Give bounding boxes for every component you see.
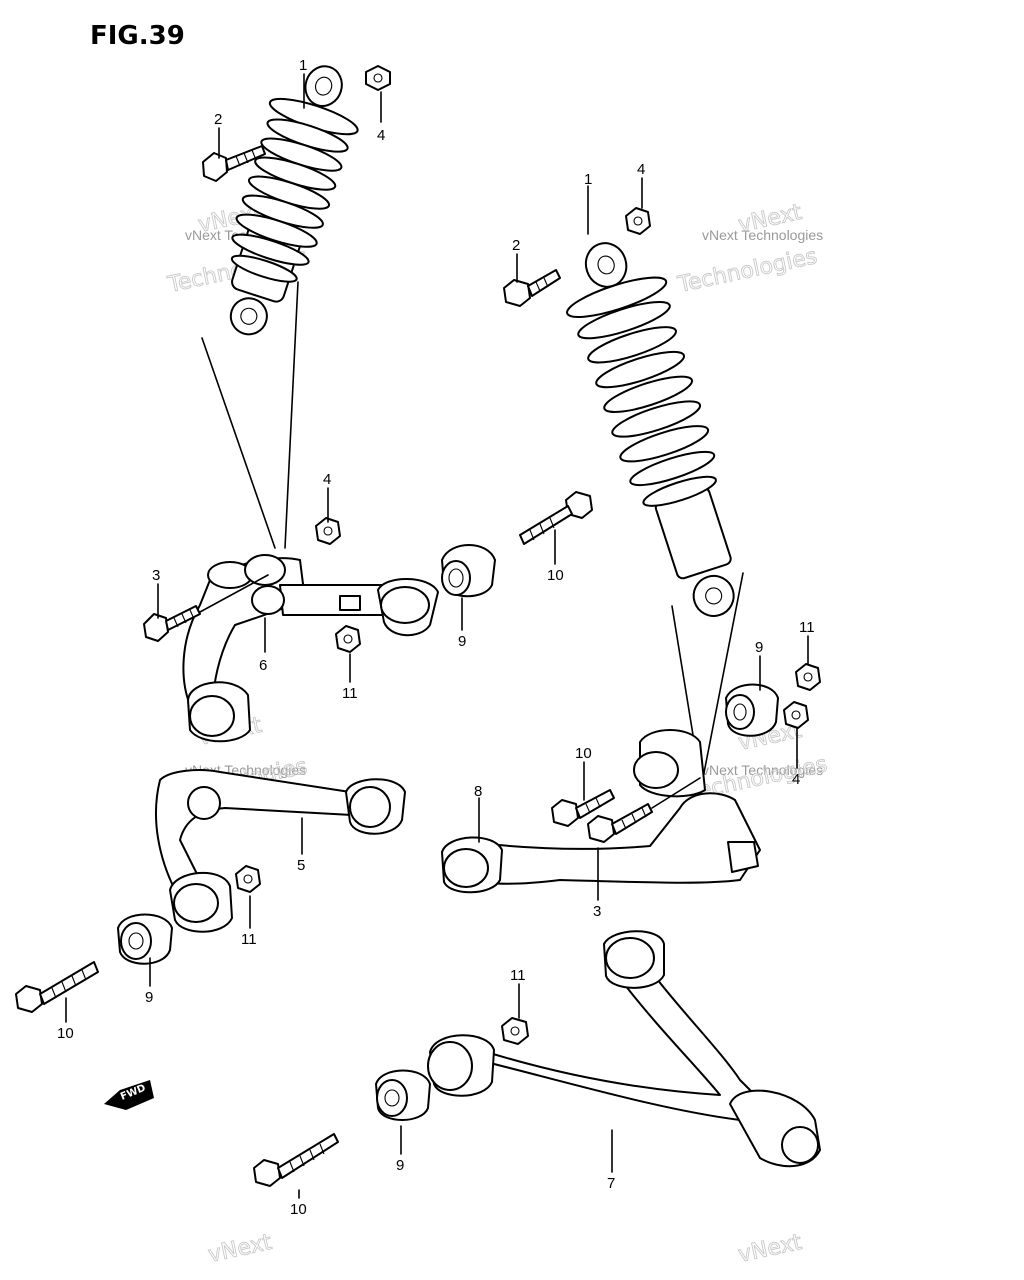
- callout-10-mid: 10: [547, 567, 564, 584]
- nut-left-mid: [315, 517, 341, 545]
- upper-arm-left: [182, 554, 439, 743]
- nut-right-4: [783, 701, 809, 729]
- bolt-left-3: [143, 574, 269, 642]
- bolt-bottom-10: [253, 1133, 339, 1187]
- callout-10-right: 10: [575, 745, 592, 762]
- nut-right-top: [625, 207, 651, 235]
- callout-numbers: 1 2 4 4 3 6 11 9 10 5 11 9 10 1 4 2 9 11…: [57, 57, 815, 1218]
- callout-11-left-low: 11: [241, 931, 257, 948]
- callout-10-bottom: 10: [290, 1201, 307, 1218]
- callout-8: 8: [474, 783, 482, 800]
- nut-left-low-11: [235, 865, 261, 893]
- nut-left-11: [335, 625, 361, 653]
- bushing-mid-9: [441, 544, 496, 598]
- nut-left-top: [365, 65, 391, 91]
- leader-shock-left: [201, 281, 299, 549]
- callout-9-bottom: 9: [396, 1157, 404, 1174]
- callout-11-bottom: 11: [510, 967, 526, 984]
- bushing-right-9: [725, 683, 779, 737]
- forward-arrow-icon: FWD: [104, 1080, 154, 1110]
- bolt-right-3: [587, 777, 701, 843]
- watermark-outline-line1: vNext: [206, 1230, 274, 1268]
- callout-3-left: 3: [152, 567, 160, 584]
- figure-title: FIG.39: [90, 21, 185, 51]
- callout-4-right-top: 4: [637, 161, 645, 178]
- nut-right-11: [795, 663, 821, 691]
- lower-arm-right: [427, 930, 821, 1168]
- bolt-right-2: [503, 269, 561, 307]
- bushing-left-low-9: [117, 913, 173, 965]
- watermark-outline-line1: vNext: [736, 1230, 804, 1268]
- callout-1-left: 1: [299, 57, 307, 74]
- bolt-left-low-10: [15, 961, 99, 1013]
- callout-2-left: 2: [214, 111, 222, 128]
- callout-leaders: [65, 73, 809, 1199]
- watermark-outline-line2: Technologies: [675, 244, 819, 298]
- callout-9-right: 9: [755, 639, 763, 656]
- callout-4-left-top: 4: [377, 127, 385, 144]
- callout-6: 6: [259, 657, 267, 674]
- callout-3-right: 3: [593, 903, 601, 920]
- callout-4-right-low: 4: [792, 771, 800, 788]
- callout-10-left-low: 10: [57, 1025, 74, 1042]
- callout-9-left-low: 9: [145, 989, 153, 1006]
- callout-2-right: 2: [512, 237, 520, 254]
- callout-1-right: 1: [584, 171, 592, 188]
- callout-4-left-mid: 4: [323, 471, 331, 488]
- nut-bottom-11: [501, 1017, 529, 1045]
- callout-11-right: 11: [799, 619, 815, 636]
- shock-absorber-right: [566, 242, 735, 617]
- bolt-right-10: [551, 789, 615, 827]
- watermark-text: vNext Technologies: [702, 762, 823, 778]
- callout-9-mid: 9: [458, 633, 466, 650]
- callout-11-left-mid: 11: [342, 685, 358, 702]
- callout-7: 7: [607, 1175, 615, 1192]
- bushing-bottom-9: [375, 1069, 431, 1121]
- bolt-mid-10: [519, 491, 593, 545]
- upper-arm-right: [441, 729, 761, 894]
- watermark-text: vNext Technologies: [702, 227, 823, 243]
- shock-absorber-left: [229, 65, 359, 336]
- lower-arm-left: [154, 769, 406, 933]
- callout-5: 5: [297, 857, 305, 874]
- bolt-left-top: [202, 145, 266, 182]
